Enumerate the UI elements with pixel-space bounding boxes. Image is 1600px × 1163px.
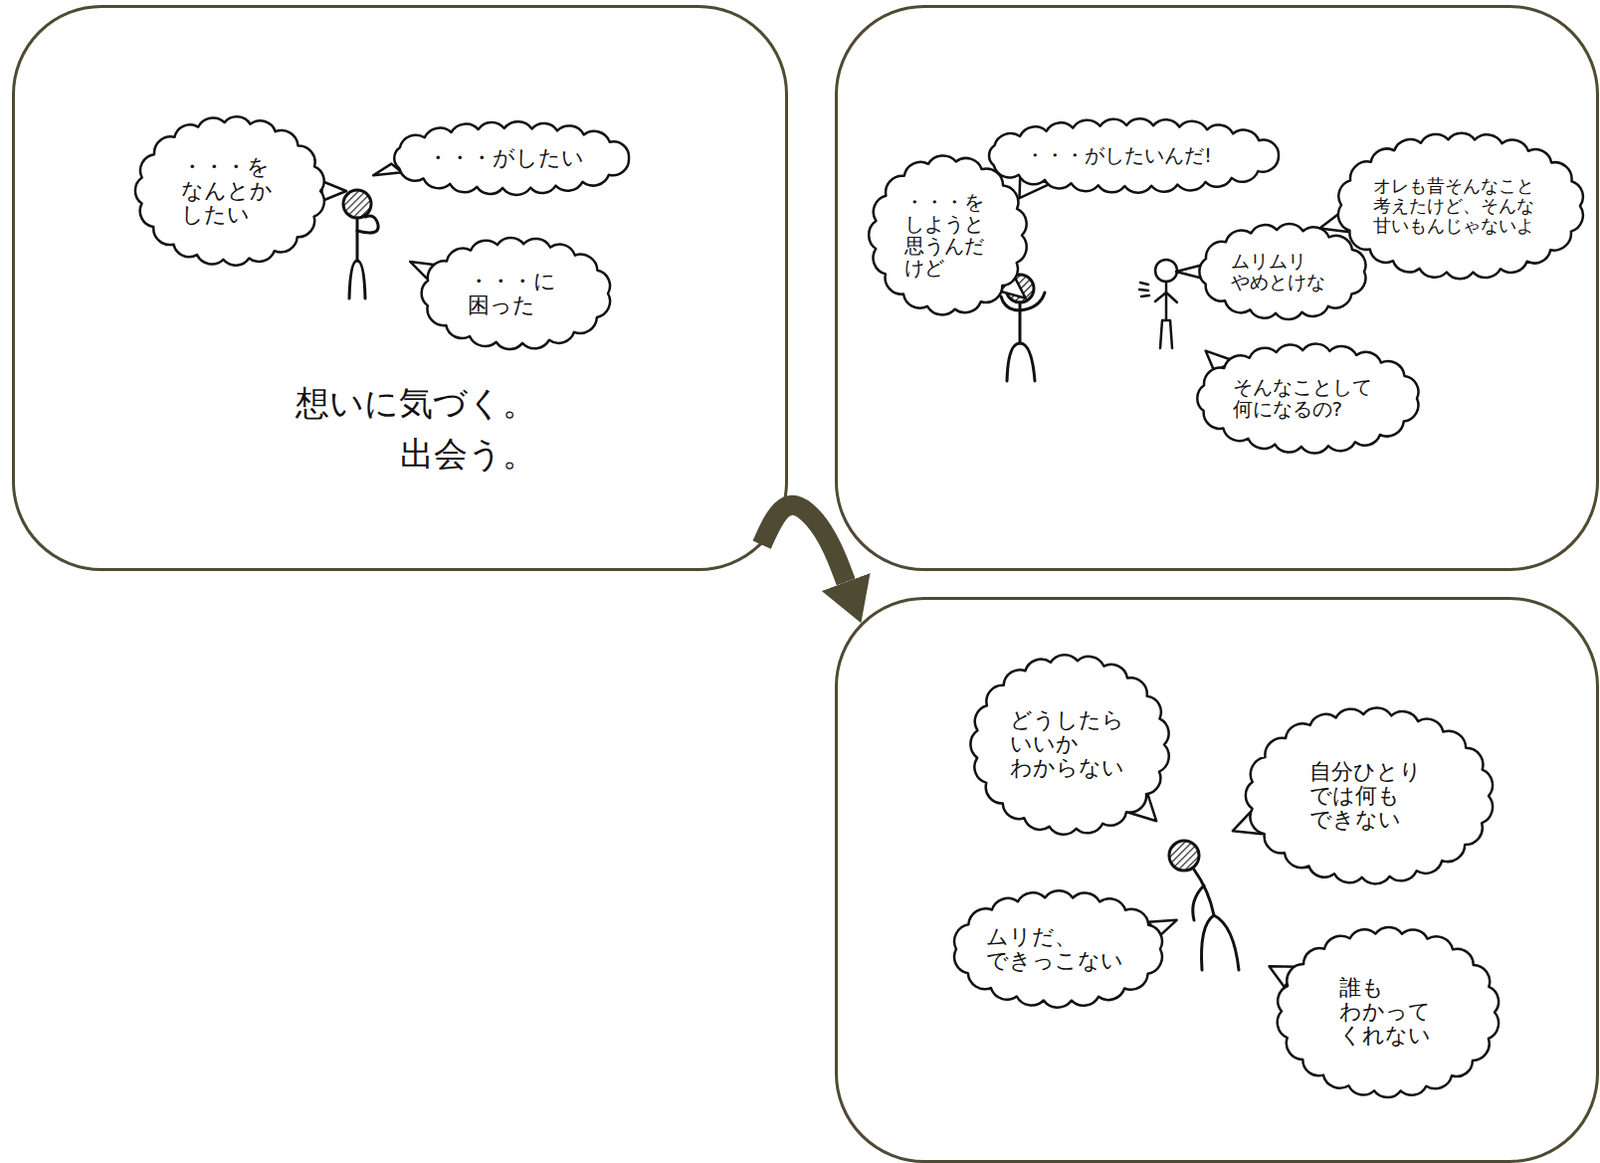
figure-head: [1169, 840, 1200, 871]
bubble-text: ・・・がしたい: [426, 146, 595, 171]
speech-bubble: そんなことして 何になるの?: [1192, 342, 1425, 455]
cloud-shape: [1244, 708, 1492, 885]
comic-panel: 想いに気づく。 出会う。 ・・・を なんとか したい ・・・がしたい・・・に 困った: [11, 4, 789, 572]
cloud-shape: [394, 121, 629, 196]
bubble-tail: [321, 181, 347, 201]
flow-arrow: [762, 505, 847, 583]
figure-arm: [1193, 885, 1204, 921]
cloud-shape: [1199, 223, 1366, 320]
figure-body: [1018, 302, 1022, 344]
comic-panel: どうしたら いいか わからない自分ひとり では何も できないムリだ、 できっこな…: [834, 597, 1600, 1163]
cloud-shape: [1277, 926, 1499, 1097]
figure-legs: [1006, 343, 1035, 382]
speech-bubble: オレも昔そんなこと 考えたけど、そんな 甘いもんじゃないよ: [1333, 131, 1589, 281]
cloud-shape: [970, 654, 1169, 835]
figure-eager: [1000, 274, 1045, 382]
speech-bubble: ・・・がしたいんだ!: [978, 117, 1287, 195]
cloud-shape: [1338, 133, 1584, 280]
figure-body: [1165, 281, 1169, 321]
mutter-marks: [1139, 282, 1150, 297]
figure-slumped: [1169, 840, 1239, 971]
bubble-text: どうしたら いいか わからない: [1009, 708, 1131, 782]
comic-panel: ・・・を しようと 思うんだ けど ・・・がしたいんだ! オレも昔そんなこと 考えた…: [834, 4, 1600, 572]
speech-bubble: ・・・に 困った: [416, 235, 616, 352]
bubble-text: ・・・を しようと 思うんだ けど: [904, 191, 994, 279]
bubble-tail: [1176, 265, 1200, 278]
bubble-text: ・・・がしたいんだ!: [1024, 144, 1240, 167]
figure-arm: [1000, 296, 1020, 311]
panel-caption: 想いに気づく。 出会う。: [280, 378, 537, 480]
cloud-shape: [989, 118, 1279, 193]
bubble-text: ムリだ、 できっこない: [986, 925, 1130, 974]
cloud-shape: [954, 890, 1163, 1007]
figure-thinking: [343, 190, 379, 299]
figure-arm: [1155, 292, 1178, 303]
cloud-shape: [421, 237, 610, 350]
figure-arm: [357, 215, 379, 233]
figure-head: [1155, 259, 1178, 282]
figure-critic: [1139, 259, 1178, 349]
speech-bubble: 誰も わかって くれない: [1273, 925, 1503, 1100]
speech-bubble: どうしたら いいか わからない: [968, 652, 1173, 837]
figure-body: [356, 217, 360, 261]
figure-legs: [349, 260, 366, 299]
figure-head: [343, 190, 372, 218]
bubble-text: オレも昔そんなこと 考えたけど、そんな 甘いもんじゃないよ: [1373, 176, 1549, 235]
bubble-text: そんなことして 何になるの?: [1232, 376, 1386, 420]
figure-legs: [1160, 320, 1173, 349]
bubble-text: 自分ひとり では何も できない: [1309, 760, 1430, 833]
cloud-shape: [1197, 343, 1418, 453]
cloud-shape: [134, 116, 324, 265]
speech-bubble: ・・・がしたい: [384, 120, 637, 197]
bubble-text: ・・・を なんとか したい: [181, 155, 279, 228]
speech-bubble: ムリだ、 できっこない: [948, 889, 1169, 1009]
bubble-text: ムリムリ やめとけな: [1230, 250, 1336, 293]
speech-bubble: ・・・を なんとか したい: [132, 114, 329, 268]
bubble-text: ・・・に 困った: [467, 269, 566, 318]
speech-bubble: 自分ひとり では何も できない: [1242, 706, 1497, 886]
speech-bubble: ムリムリ やめとけな: [1194, 221, 1373, 322]
bubble-text: 誰も わかって くれない: [1339, 976, 1437, 1049]
cloud-shape: [868, 155, 1027, 315]
figure-legs: [1201, 915, 1240, 971]
